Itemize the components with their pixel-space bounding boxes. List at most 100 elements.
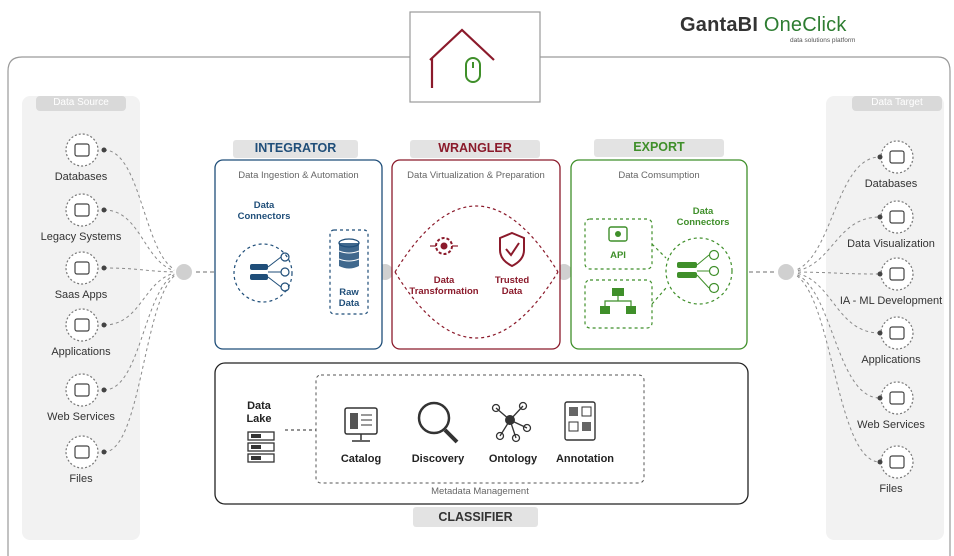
target-link-dot-0 bbox=[877, 154, 883, 160]
source-link-dot-0 bbox=[101, 147, 107, 153]
target-item-label: Web Services bbox=[857, 419, 925, 431]
trusted-data-label: Trusted Data bbox=[494, 275, 530, 297]
house-mouse-logo bbox=[429, 28, 495, 88]
raw-data-label: Raw Data bbox=[338, 287, 360, 309]
source-link-dot-4 bbox=[101, 387, 107, 393]
api-label: API bbox=[610, 250, 626, 261]
target-title: Data Target bbox=[871, 97, 923, 108]
annotation-label: Annotation bbox=[555, 453, 615, 465]
source-fan-lines bbox=[65, 133, 185, 469]
integrator-subtitle: Data Ingestion & Automation bbox=[238, 170, 359, 181]
target-fan-lines bbox=[785, 140, 914, 479]
export-tab bbox=[594, 139, 724, 157]
transformation-label: Data Transformation bbox=[409, 275, 479, 297]
target-hub-node bbox=[776, 262, 796, 282]
target-item-glyph-0 bbox=[889, 150, 905, 164]
target-link-dot-3 bbox=[877, 330, 883, 336]
source-item-circle-1 bbox=[65, 193, 99, 227]
export-title: EXPORT bbox=[633, 140, 685, 154]
export-panel bbox=[570, 159, 748, 350]
source-item-glyph-2 bbox=[74, 261, 90, 275]
source-link-dot-3 bbox=[101, 322, 107, 328]
logo-box bbox=[409, 11, 541, 103]
ontology-label: Ontology bbox=[488, 453, 538, 465]
source-item-glyph-0 bbox=[74, 143, 90, 157]
raw-data-box bbox=[329, 229, 369, 315]
network-box bbox=[584, 279, 653, 329]
target-title-tab bbox=[852, 96, 942, 111]
source-link-5 bbox=[103, 271, 185, 453]
target-link-0 bbox=[785, 156, 881, 273]
integrator-panel bbox=[214, 159, 383, 350]
gear-icon bbox=[430, 237, 458, 255]
export-subtitle: Data Comsumption bbox=[618, 170, 700, 181]
source-link-dot-1 bbox=[101, 207, 107, 213]
wrangler-title: WRANGLER bbox=[438, 141, 512, 155]
source-title-tab bbox=[36, 96, 126, 111]
target-item-glyph-5 bbox=[889, 455, 905, 469]
brand-main: GantaBI bbox=[680, 14, 764, 36]
target-item-label: IA - ML Development bbox=[839, 295, 943, 307]
brand-logo: GantaBI OneClick bbox=[680, 14, 847, 37]
source-hub-node bbox=[174, 262, 194, 282]
source-item-label: Web Services bbox=[47, 411, 115, 423]
source-item-glyph-3 bbox=[74, 318, 90, 332]
source-item-label: Saas Apps bbox=[54, 289, 108, 301]
source-item-glyph-4 bbox=[74, 383, 90, 397]
source-item-glyph-5 bbox=[74, 445, 90, 459]
target-item-circle-5 bbox=[880, 445, 914, 479]
target-item-glyph-3 bbox=[889, 326, 905, 340]
ontology-network-icon bbox=[491, 401, 532, 443]
data-lake-label: Data Lake bbox=[246, 400, 272, 425]
brand-accent: OneClick bbox=[763, 14, 847, 36]
wrangler-panel bbox=[391, 159, 561, 350]
source-item-label: Databases bbox=[54, 171, 108, 183]
integrator-connectors-label: Data Connectors bbox=[237, 200, 291, 222]
magnifier-icon bbox=[417, 401, 459, 444]
classifier-tab bbox=[413, 507, 538, 527]
target-link-5 bbox=[785, 271, 881, 463]
source-item-label: Legacy Systems bbox=[40, 231, 122, 243]
wrangler-arc-top bbox=[394, 205, 559, 273]
source-item-circle-2 bbox=[65, 251, 99, 285]
wrangler-tab bbox=[410, 140, 540, 158]
database-icon bbox=[338, 238, 360, 269]
metadata-box bbox=[315, 374, 645, 484]
api-screen-icon bbox=[608, 226, 628, 242]
catalog-monitor-icon bbox=[344, 407, 378, 442]
source-item-label: Files bbox=[69, 473, 93, 485]
target-item-label: Applications bbox=[861, 354, 921, 366]
target-item-label: Files bbox=[879, 483, 903, 495]
integrator-connector-ring bbox=[233, 243, 293, 303]
outer-frame-left bbox=[7, 56, 410, 556]
server-stack-icon bbox=[247, 431, 275, 463]
target-item-circle-2 bbox=[880, 257, 914, 291]
target-item-glyph-2 bbox=[889, 267, 905, 281]
brand-tagline: data solutions platform bbox=[790, 37, 856, 44]
target-item-glyph-4 bbox=[889, 391, 905, 405]
classifier-panel bbox=[214, 362, 749, 505]
target-item-glyph-1 bbox=[889, 210, 905, 224]
source-item-circle-4 bbox=[65, 373, 99, 407]
target-item-circle-3 bbox=[880, 316, 914, 350]
outer-frame-right bbox=[540, 56, 951, 556]
target-link-2 bbox=[785, 271, 881, 275]
target-link-dot-1 bbox=[877, 214, 883, 220]
integrator-tab bbox=[233, 140, 358, 158]
metadata-label: Metadata Management bbox=[431, 486, 529, 497]
source-link-4 bbox=[103, 271, 185, 391]
target-link-3 bbox=[785, 271, 881, 334]
target-column-bg bbox=[826, 96, 944, 540]
shield-icon bbox=[499, 231, 525, 268]
classifier-title: CLASSIFIER bbox=[438, 510, 513, 524]
annotation-grid-icon bbox=[564, 401, 596, 441]
export-connectors-label: Data Connectors bbox=[676, 206, 730, 228]
discovery-label: Discovery bbox=[411, 453, 465, 465]
target-item-circle-1 bbox=[880, 200, 914, 234]
source-link-dot-2 bbox=[101, 265, 107, 271]
source-item-glyph-1 bbox=[74, 203, 90, 217]
source-link-1 bbox=[103, 209, 185, 273]
source-link-dot-5 bbox=[101, 449, 107, 455]
wrangler-arc-bottom bbox=[394, 271, 559, 339]
export-connector-ring bbox=[665, 237, 733, 305]
